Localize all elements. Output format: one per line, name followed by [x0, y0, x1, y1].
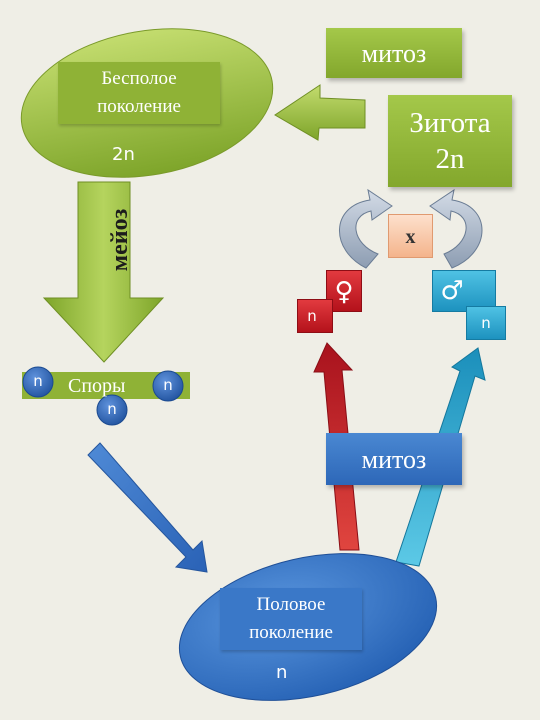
- zygote-label-line1: Зигота: [409, 107, 491, 139]
- arrow-spores-to-sexual: [87, 442, 208, 573]
- meiosis-arrow: [42, 181, 165, 363]
- sexual-label-line1: Половое: [256, 594, 326, 615]
- male-symbol: ♂: [440, 276, 464, 306]
- male-ploidy-box: [466, 306, 506, 340]
- fusion-x-box: x: [388, 214, 433, 258]
- asexual-label-line1: Бесполое: [101, 68, 177, 89]
- mitosis-bottom-label: митоз: [326, 433, 462, 485]
- spore-circle-2: [152, 370, 184, 402]
- sexual-ploidy: n: [276, 662, 288, 683]
- curved-arrow-right: [429, 188, 483, 269]
- meiosis-label: мейоз: [107, 208, 133, 272]
- zygote-box: Зигота 2n: [388, 95, 512, 187]
- male-gamete-box: [432, 270, 496, 312]
- mitosis-top-label: митоз: [326, 28, 462, 78]
- spores-label: Споры: [68, 375, 126, 397]
- asexual-label-line2: поколение: [97, 96, 181, 117]
- spore-ploidy-3: n: [107, 400, 117, 418]
- asexual-ploidy: 2n: [112, 144, 135, 165]
- curved-arrow-left: [339, 188, 393, 269]
- male-ploidy: n: [481, 314, 491, 332]
- female-ploidy-box: [297, 299, 333, 333]
- spore-ploidy-1: n: [33, 372, 43, 390]
- arrow-zygote-to-asexual: [274, 84, 366, 141]
- sexual-label-plate: Половое поколение: [220, 588, 362, 650]
- zygote-label-line2: 2n: [435, 143, 465, 175]
- female-ploidy: n: [307, 307, 317, 325]
- female-symbol: ♀: [334, 277, 354, 307]
- spore-circle-1: [22, 366, 54, 398]
- asexual-label-plate: Бесполое поколение: [58, 62, 220, 124]
- spore-ploidy-2: n: [163, 376, 173, 394]
- sexual-label-line2: поколение: [249, 622, 333, 643]
- spore-circle-3: [96, 394, 128, 426]
